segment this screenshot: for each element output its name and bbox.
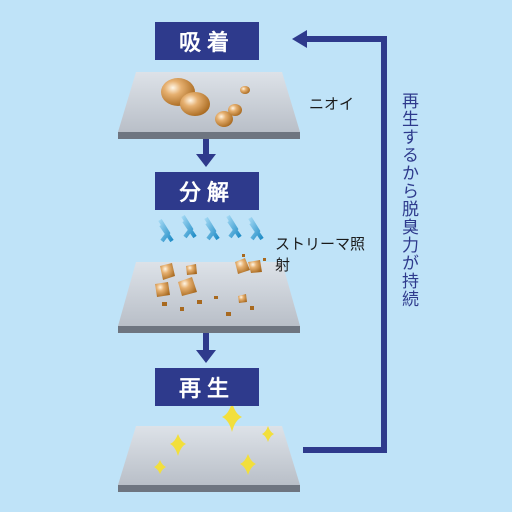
cycle-return-arrow	[292, 30, 387, 453]
streamer-rays	[158, 214, 264, 243]
streamer-note: ストリーマ照射	[275, 235, 366, 274]
step-label-decomposition: 分解	[155, 172, 259, 210]
down-arrow-1	[196, 139, 216, 167]
odor-fragments	[155, 254, 266, 316]
down-arrow-2	[196, 333, 216, 363]
cycle-caption: 再生するから脱臭力が持続	[398, 92, 418, 308]
odor-note: ニオイ	[309, 95, 355, 113]
sparkle-icons	[154, 402, 274, 475]
step-label-regeneration: 再生	[155, 368, 259, 406]
step-label-adsorption: 吸着	[155, 22, 259, 60]
odor-particles-adsorbed	[161, 78, 250, 127]
plate-regeneration	[118, 426, 300, 492]
plate-decomposition	[118, 262, 300, 333]
